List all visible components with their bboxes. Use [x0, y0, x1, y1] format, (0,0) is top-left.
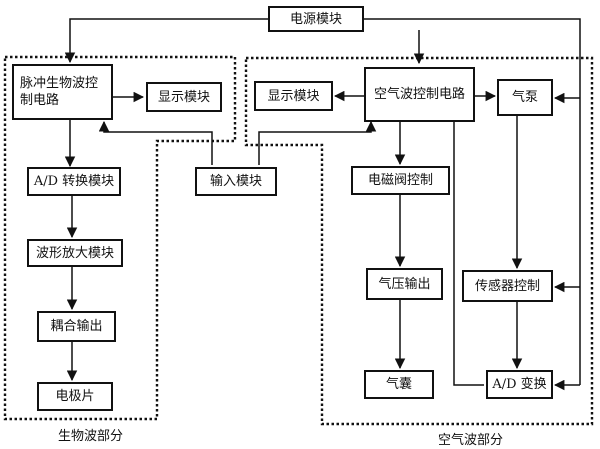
sensor-control-box: 传感器控制 — [462, 270, 553, 302]
input-module-label: 输入模块 — [209, 174, 262, 189]
air-wave-section-label: 空气波部分 — [438, 433, 504, 448]
bio-region-border — [3, 55, 237, 421]
ad-convert-module-box: A/D 转换模块 — [27, 167, 121, 196]
ad-transform-box: A/D 变换 — [486, 370, 553, 399]
air-wave-control-box: 空气波控制电路 — [364, 67, 475, 122]
ad-convert-module-label: A/D 转换模块 — [33, 174, 115, 189]
pulse-bio-wave-control-label: 脉冲生物波控制电路 — [20, 76, 99, 108]
arrow-power-to-pulse-ctrl — [64, 18, 268, 64]
arrow-ad-right-to-air-ctrl — [448, 98, 484, 386]
electrode-box: 电极片 — [37, 382, 113, 411]
display-module-left-box: 显示模块 — [146, 82, 222, 112]
input-module-box: 输入模块 — [195, 167, 277, 196]
arrow-input-to-pulse-ctrl — [98, 120, 213, 165]
pressure-output-label: 气压输出 — [378, 276, 431, 292]
air-region-border — [244, 56, 594, 426]
pulse-bio-wave-control-box: 脉冲生物波控制电路 — [12, 64, 113, 120]
display-module-right-box: 显示模块 — [254, 81, 333, 111]
electrode-label: 电极片 — [55, 389, 95, 404]
ad-transform-label: A/D 变换 — [492, 377, 547, 392]
power-module-label: 电源模块 — [289, 11, 342, 27]
bio-wave-section-label: 生物波部分 — [58, 429, 124, 444]
air-pump-box: 气泵 — [497, 79, 553, 116]
power-module-box: 电源模块 — [268, 6, 364, 32]
waveform-amplifier-box: 波形放大模块 — [27, 239, 123, 267]
pressure-output-box: 气压输出 — [366, 268, 443, 300]
air-wave-control-label: 空气波控制电路 — [373, 87, 465, 102]
display-module-right-label: 显示模块 — [267, 88, 320, 104]
line-power-to-right-bus — [364, 18, 581, 385]
solenoid-valve-control-box: 电磁阀控制 — [351, 166, 450, 195]
coupling-output-label: 耦合输出 — [50, 319, 103, 334]
airbag-label: 气囊 — [385, 377, 412, 392]
air-pump-label: 气泵 — [511, 90, 538, 105]
display-module-left-label: 显示模块 — [157, 89, 210, 105]
sensor-control-label: 传感器控制 — [474, 278, 540, 294]
arrow-input-to-air-ctrl — [258, 120, 377, 165]
coupling-output-box: 耦合输出 — [37, 311, 116, 342]
airbag-box: 气囊 — [364, 370, 434, 399]
solenoid-valve-control-label: 电磁阀控制 — [367, 173, 433, 188]
waveform-amplifier-label: 波形放大模块 — [35, 245, 114, 261]
